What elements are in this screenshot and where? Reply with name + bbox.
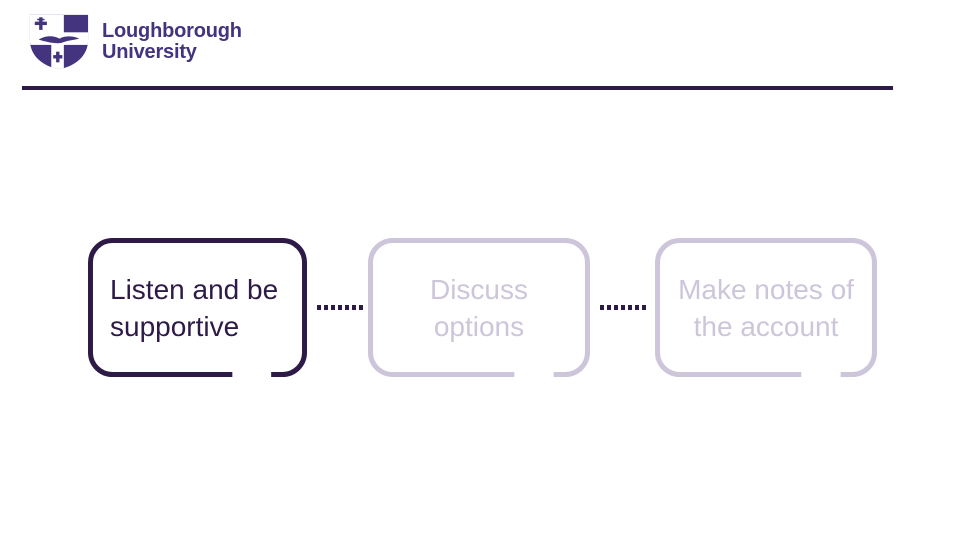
step-label-discuss: Discuss options: [429, 273, 528, 342]
wordmark-line2: University: [102, 41, 197, 63]
step-label-notes: Make notes of the account: [678, 273, 854, 342]
step-label-listen: Listen and be supportive: [110, 273, 279, 342]
flow-step-notes: Make notes of the account: [655, 238, 877, 377]
university-crest-icon: [29, 14, 89, 70]
step-border-shape: [88, 238, 307, 377]
wordmark-line1: Loughborough: [102, 20, 242, 42]
university-wordmark: Loughborough University: [102, 21, 242, 63]
flow-step-listen: Listen and be supportive: [88, 238, 307, 377]
flow-connector-1: [317, 305, 364, 310]
flow-connector-2: [600, 305, 648, 310]
step-border-shape: [655, 238, 877, 377]
header-divider: [22, 86, 893, 90]
university-logo: Loughborough University: [28, 12, 242, 72]
flow-step-discuss: Discuss options: [368, 238, 590, 377]
step-border-shape: [368, 238, 590, 377]
